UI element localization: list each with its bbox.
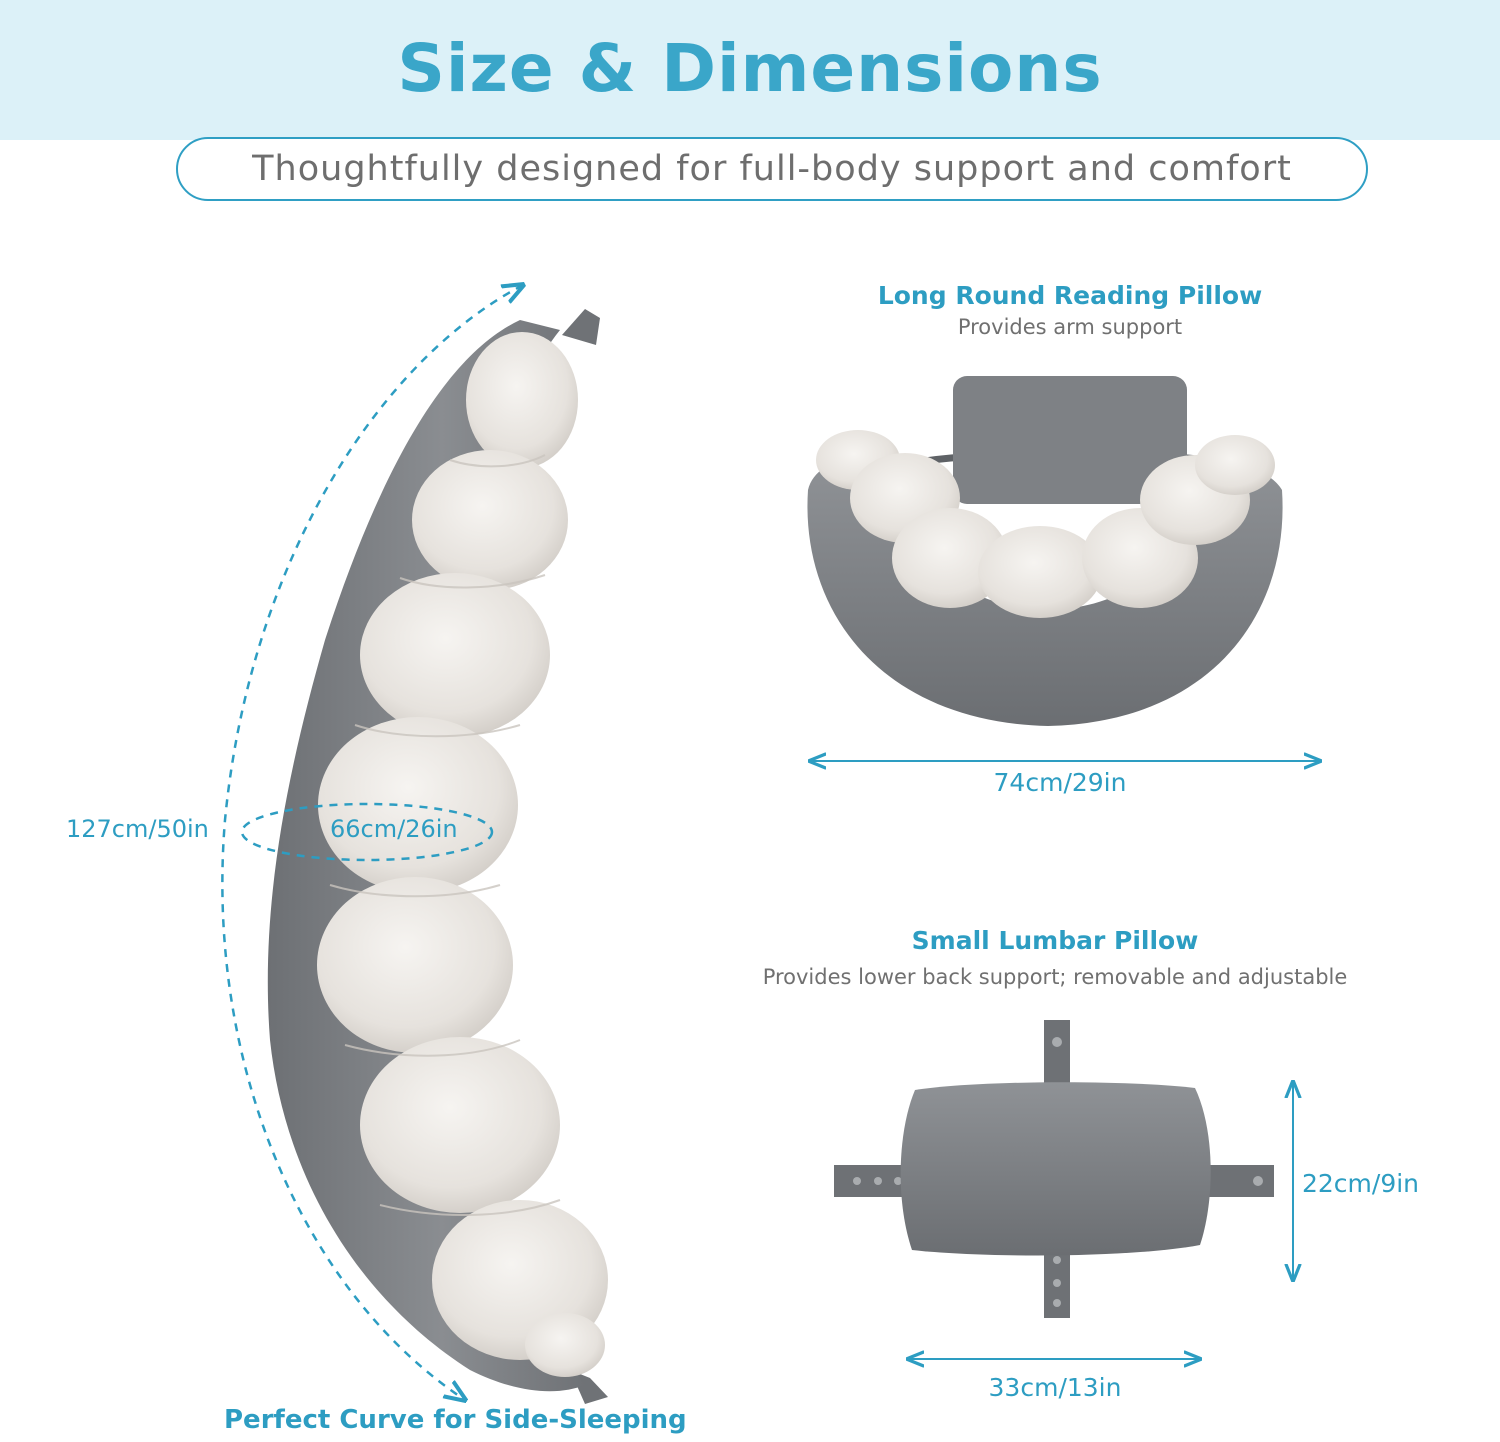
long-pillow-top-tab: [562, 309, 600, 345]
length-arc-dashed: [221, 285, 523, 1400]
reading-pillow-back-cushion: [953, 376, 1187, 504]
subtitle-text: Thoughtfully designed for full-body supp…: [252, 149, 1292, 189]
reading-pillow-gray-bowl: [807, 459, 1283, 726]
header-band: [0, 0, 1500, 140]
lumbar-pillow-heading: Small Lumbar Pillow: [911, 926, 1199, 955]
reading-pillow-cream-puffs: [816, 430, 1275, 618]
lumbar-pillow-cushion: [900, 1082, 1211, 1256]
long-pillow-illustration: [221, 285, 608, 1404]
reading-width-label: 74cm/29in: [993, 768, 1127, 797]
circumference-ellipse: [240, 802, 494, 862]
circumference-label: 66cm/26in: [330, 815, 458, 843]
reading-pillow-description: Provides arm support: [957, 315, 1183, 339]
length-label: 127cm/50in: [66, 815, 209, 843]
lumbar-width-label: 33cm/13in: [988, 1373, 1122, 1402]
long-pillow-caption: Perfect Curve for Side-Sleeping: [224, 1405, 687, 1435]
lumbar-height-label: 22cm/9in: [1302, 1169, 1420, 1198]
reading-pillow-illustration: [807, 376, 1320, 761]
subtitle-pill: Thoughtfully designed for full-body supp…: [176, 137, 1368, 201]
page-title: Size & Dimensions: [397, 30, 1103, 107]
lumbar-pillow-description: Provides lower back support; removable a…: [762, 965, 1348, 989]
lumbar-pillow-illustration: [834, 1020, 1293, 1359]
reading-pillow-heading: Long Round Reading Pillow: [877, 281, 1263, 310]
